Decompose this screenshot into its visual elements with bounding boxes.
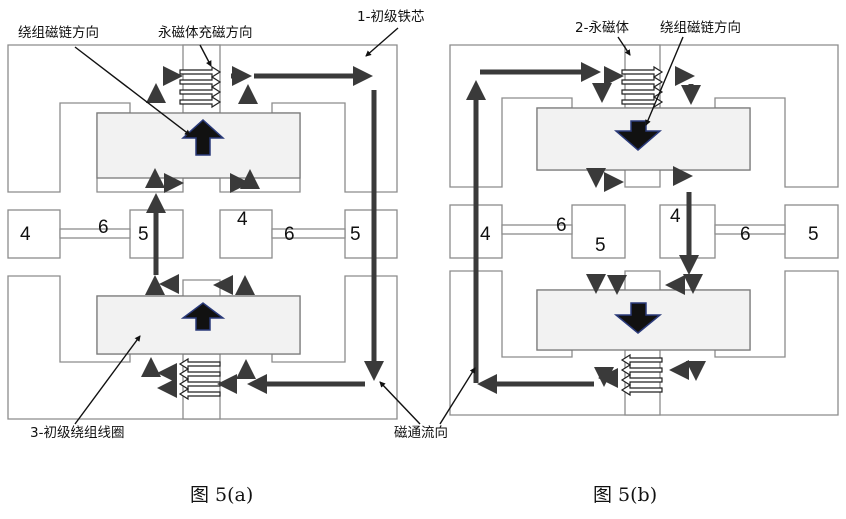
region-number: 6 bbox=[98, 217, 109, 238]
diagram-b bbox=[450, 45, 838, 415]
region-number: 5 bbox=[138, 224, 149, 245]
region-number: 6 bbox=[284, 224, 295, 245]
region-number: 4 bbox=[480, 224, 491, 245]
region-number: 6 bbox=[740, 224, 751, 245]
caption-b: 图 5(b) bbox=[593, 484, 657, 506]
region-numbers-a: 4 6 5 4 6 5 bbox=[20, 209, 361, 245]
region-number: 4 bbox=[670, 206, 681, 227]
region-number: 5 bbox=[808, 224, 819, 245]
label-winding-flux-direction-b: 绕组磁链方向 bbox=[660, 20, 741, 36]
label-flux-flow: 磁通流向 bbox=[394, 425, 448, 441]
label-permanent-magnet: 2-永磁体 bbox=[575, 20, 629, 36]
region-number: 5 bbox=[350, 224, 361, 245]
label-pm-magnetization-direction: 永磁体充磁方向 bbox=[158, 25, 253, 41]
region-number: 4 bbox=[20, 224, 31, 245]
diagram-a bbox=[8, 45, 397, 419]
region-number: 6 bbox=[556, 215, 567, 236]
region-number: 4 bbox=[237, 209, 248, 230]
label-primary-core: 1-初级铁芯 bbox=[357, 8, 424, 25]
label-primary-coil: 3-初级绕组线圈 bbox=[30, 424, 124, 441]
caption-a: 图 5(a) bbox=[190, 484, 253, 506]
region-number: 5 bbox=[595, 235, 606, 256]
label-winding-flux-direction-a: 绕组磁链方向 bbox=[18, 25, 99, 41]
